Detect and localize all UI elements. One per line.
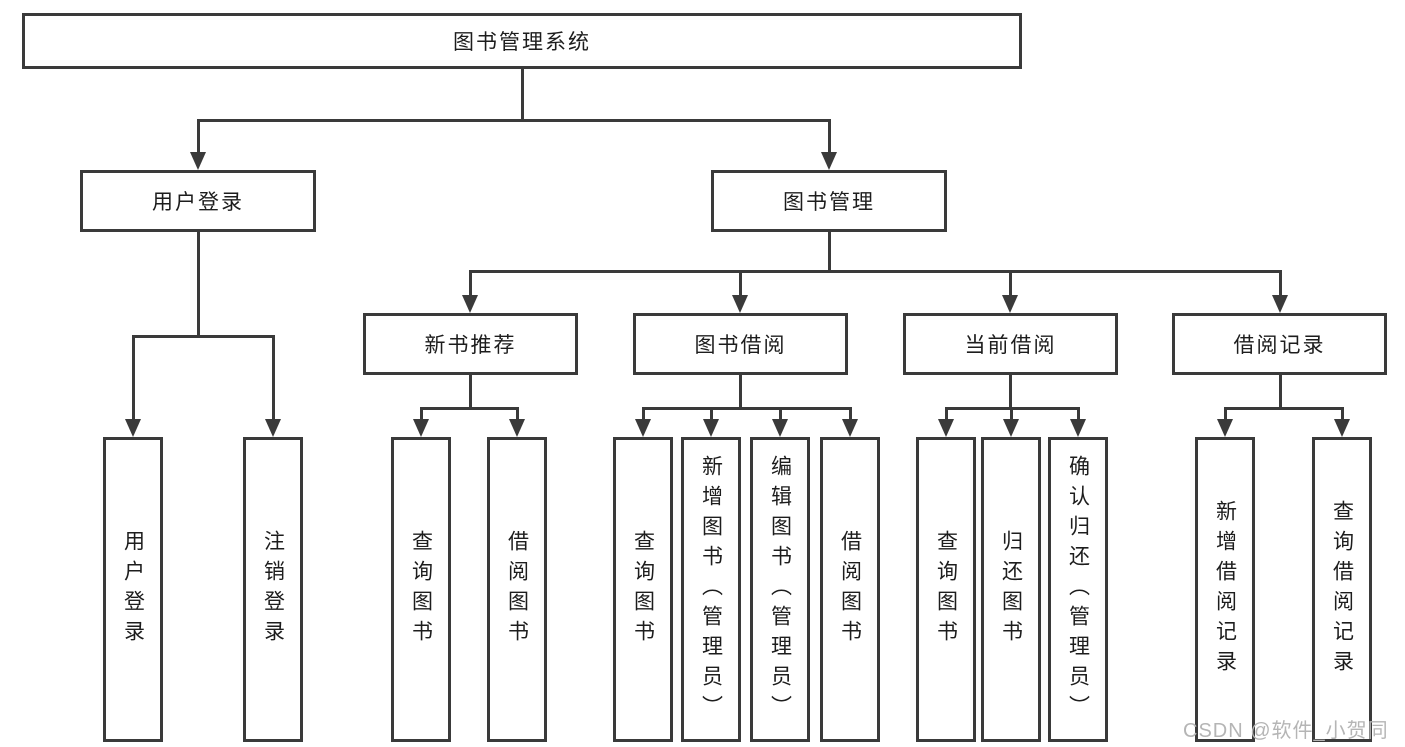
leaf-borrow-books: 借阅图书: [820, 437, 880, 742]
connector-line: [827, 232, 831, 271]
leaf-query-books-recommend: 查询图书: [391, 437, 451, 742]
leaf-query-borrow-record: 查询借阅记录: [1312, 437, 1372, 742]
connector-line: [196, 232, 200, 336]
connector-line: [468, 271, 472, 299]
connector-line: [1223, 408, 1227, 423]
leaf-add-borrow-record: 新增借阅记录: [1195, 437, 1255, 742]
connector-line: [196, 120, 200, 156]
leaf-query-books-borrowing: 查询图书: [613, 437, 673, 742]
arrow-down-icon: [1334, 419, 1350, 437]
arrow-down-icon: [1217, 419, 1233, 437]
connector-line: [778, 408, 782, 423]
leaf-confirm-return-admin: 确认归还（管理员）: [1048, 437, 1108, 742]
arrow-down-icon: [938, 419, 954, 437]
leaf-edit-book-admin: 编辑图书（管理员）: [750, 437, 810, 742]
leaf-add-book-admin: 新增图书（管理员）: [681, 437, 741, 742]
csdn-watermark: CSDN @软件_小贺同学: [1183, 720, 1389, 742]
arrow-down-icon: [821, 152, 837, 170]
connector-line: [827, 120, 831, 156]
node-root-library-system: 图书管理系统: [22, 13, 1022, 69]
arrow-down-icon: [125, 419, 141, 437]
arrow-down-icon: [772, 419, 788, 437]
node-book-borrowing: 图书借阅: [633, 313, 848, 375]
arrow-down-icon: [413, 419, 429, 437]
connector-line: [738, 271, 742, 299]
arrow-down-icon: [509, 419, 525, 437]
node-borrow-records: 借阅记录: [1172, 313, 1387, 375]
arrow-down-icon: [462, 295, 478, 313]
leaf-logout: 注销登录: [243, 437, 303, 742]
connector-line: [1008, 271, 1012, 299]
arrow-down-icon: [703, 419, 719, 437]
arrow-down-icon: [635, 419, 651, 437]
arrow-down-icon: [190, 152, 206, 170]
connector-line: [944, 408, 948, 423]
connector-line: [1009, 408, 1013, 423]
leaf-return-book: 归还图书: [981, 437, 1041, 742]
connector-line: [468, 269, 1282, 273]
connector-line: [1008, 375, 1012, 408]
arrow-down-icon: [842, 419, 858, 437]
arrow-down-icon: [732, 295, 748, 313]
connector-line: [1223, 406, 1344, 410]
leaf-borrow-books-recommend: 借阅图书: [487, 437, 547, 742]
node-current-borrowing: 当前借阅: [903, 313, 1118, 375]
arrow-down-icon: [265, 419, 281, 437]
connector-line: [641, 406, 852, 410]
connector-line: [131, 334, 275, 338]
node-user-login: 用户登录: [80, 170, 316, 232]
node-new-book-recommend: 新书推荐: [363, 313, 578, 375]
arrow-down-icon: [1003, 419, 1019, 437]
leaf-query-books-current: 查询图书: [916, 437, 976, 742]
leaf-user-login: 用户登录: [103, 437, 163, 742]
connector-line: [1076, 408, 1080, 423]
connector-line: [131, 336, 135, 423]
connector-line: [271, 336, 275, 423]
node-book-management: 图书管理: [711, 170, 947, 232]
connector-line: [848, 408, 852, 423]
connector-line: [196, 118, 831, 122]
connector-line: [641, 408, 645, 423]
connector-line: [738, 375, 742, 408]
connector-line: [1278, 375, 1282, 408]
arrow-down-icon: [1070, 419, 1086, 437]
connector-line: [520, 69, 524, 120]
connector-line: [515, 408, 519, 423]
connector-line: [468, 375, 472, 408]
connector-line: [1340, 408, 1344, 423]
arrow-down-icon: [1002, 295, 1018, 313]
arrow-down-icon: [1272, 295, 1288, 313]
connector-line: [1278, 271, 1282, 299]
connector-line: [419, 408, 423, 423]
connector-line: [709, 408, 713, 423]
connector-line: [419, 406, 519, 410]
